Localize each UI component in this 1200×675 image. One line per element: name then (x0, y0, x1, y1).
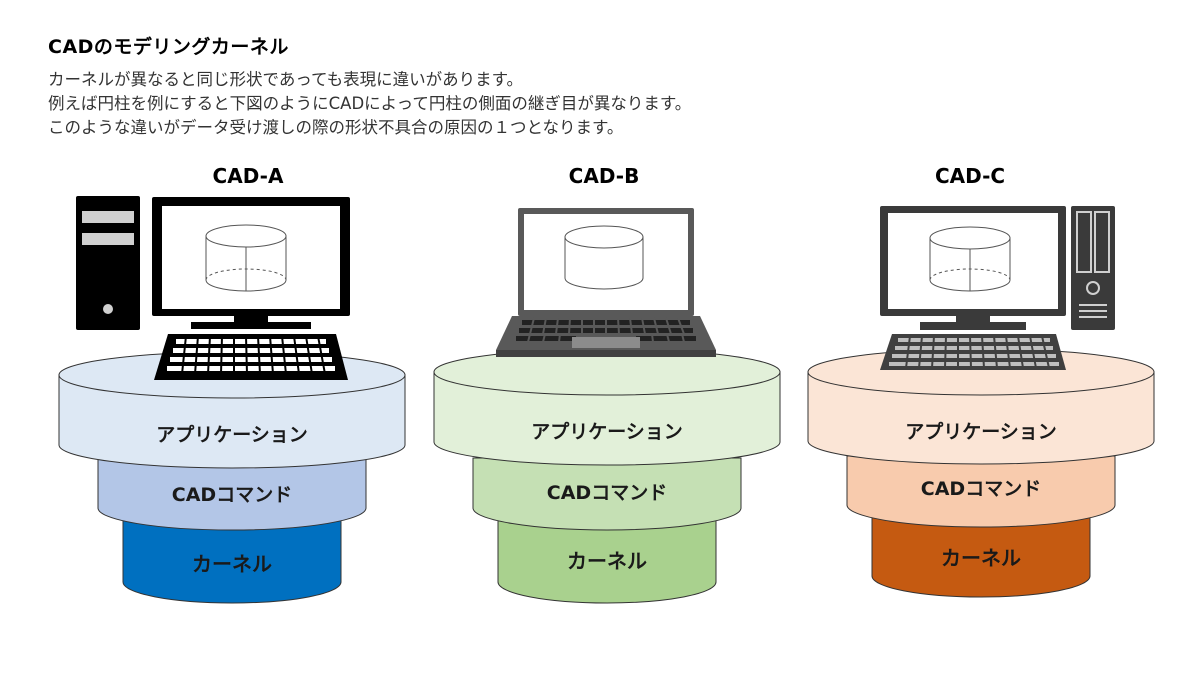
command-layer: CADコマンド (472, 457, 742, 531)
stack-title: CAD-B (569, 164, 640, 188)
application-label: アプリケーション (156, 423, 308, 446)
cylinder-icon (205, 224, 287, 292)
command-layer: CADコマンド (97, 457, 367, 531)
command-label: CADコマンド (547, 482, 667, 504)
desktop-computer-icon (76, 196, 350, 380)
laptop-icon (496, 208, 716, 357)
cylinder-icon (929, 226, 1011, 292)
description-line: 例えば円柱を例にすると下図のようにCADによって円柱の側面の継ぎ目が異なります。 (48, 94, 692, 113)
stack-cad-a: CAD-A カーネル CADコマンド アプリケーション (58, 164, 406, 604)
command-label: CADコマンド (921, 478, 1041, 500)
application-layer: アプリケーション (433, 348, 781, 466)
command-label: CADコマンド (172, 484, 292, 506)
stack-cad-c: CAD-C カーネル CADコマンド アプリケーション (807, 164, 1155, 598)
stack-title: CAD-A (213, 164, 284, 188)
application-label: アプリケーション (531, 420, 683, 443)
kernel-layer: カーネル (122, 511, 342, 604)
kernel-label: カーネル (941, 546, 1021, 570)
description-line: カーネルが異なると同じ形状であっても表現に違いがあります。 (48, 70, 524, 89)
command-layer: CADコマンド (846, 455, 1116, 528)
desktop-computer-icon (880, 206, 1115, 370)
kernel-label: カーネル (192, 552, 272, 576)
description-line: このような違いがデータ受け渡しの際の形状不具合の原因の１つとなります。 (48, 118, 624, 137)
kernel-layer: カーネル (497, 511, 717, 604)
kernel-label: カーネル (567, 549, 647, 573)
page-title: CADのモデリングカーネル (48, 36, 289, 58)
cylinder-icon (564, 225, 644, 290)
description: カーネルが異なると同じ形状であっても表現に違いがあります。 例えば円柱を例にする… (48, 68, 691, 140)
kernel-layer: カーネル (871, 507, 1091, 598)
stack-title: CAD-C (935, 164, 1005, 188)
application-layer: アプリケーション (58, 351, 406, 469)
application-label: アプリケーション (905, 420, 1057, 443)
stack-cad-b: CAD-B カーネル CADコマンド アプリケーション (433, 164, 781, 604)
